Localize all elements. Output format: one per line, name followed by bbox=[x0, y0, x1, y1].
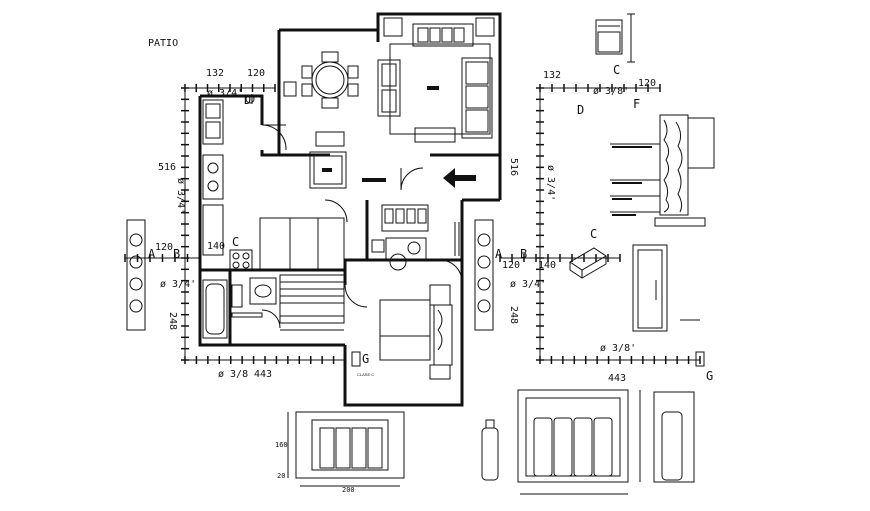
dimension-140-mid-right: 140 bbox=[538, 260, 556, 271]
dimension-20-cylinder: 20 bbox=[277, 472, 285, 480]
dimension-140-left: 140 bbox=[207, 241, 225, 252]
entry-arrow-icon bbox=[443, 168, 476, 188]
kitchen bbox=[202, 99, 345, 271]
section-marker-g-right: G bbox=[706, 369, 713, 383]
pipe-diameter-right-top: ø 3/8' bbox=[593, 86, 629, 97]
section-marker-b-right: B bbox=[520, 247, 527, 261]
dimension-516-right: 516 bbox=[508, 158, 519, 176]
pipe-diameter-mid-left: ø 3/4' bbox=[160, 279, 196, 290]
gas-cylinder-cage-plan: 160 20 200 bbox=[275, 411, 405, 494]
pipe-diameter-mid-right: ø 3/4' bbox=[510, 279, 546, 290]
section-marker-c-right-top: C bbox=[613, 63, 620, 77]
section-marker-b-left: B bbox=[173, 247, 180, 261]
dimension-516-left: 516 bbox=[158, 162, 176, 173]
section-marker-f-right: F bbox=[633, 97, 640, 111]
window-elevation-right bbox=[474, 219, 494, 331]
stove-elevation bbox=[595, 13, 635, 63]
stair-closet-hatching bbox=[231, 204, 429, 331]
section-marker-g-left: G bbox=[362, 352, 369, 366]
dimension-132-right: 132 bbox=[543, 70, 561, 81]
window-elevation-left bbox=[126, 219, 146, 331]
section-marker-c-left: C bbox=[232, 235, 239, 249]
section-marker-a-right: A bbox=[495, 247, 503, 261]
closet-label: CLASE C bbox=[357, 372, 374, 377]
exterior-walls bbox=[198, 12, 502, 407]
dimension-tick-lines bbox=[124, 84, 701, 364]
pipe-diameter-vertical-right: ø 3/4' bbox=[545, 165, 556, 201]
section-marker-c-iso: C bbox=[590, 227, 597, 241]
dimension-443-bottom-left: 443 bbox=[254, 369, 272, 380]
door-elevation bbox=[632, 244, 700, 332]
hall-elements bbox=[309, 151, 476, 189]
cylinder-group-left bbox=[319, 427, 383, 469]
pipe-diameter-bottom-right: ø 3/8' bbox=[600, 343, 636, 354]
dimension-120-right: 120 bbox=[638, 78, 656, 89]
dimension-120-left: 120 bbox=[247, 68, 265, 79]
gas-meter-isometric bbox=[569, 247, 607, 279]
dimension-120-mid-left: 120 bbox=[155, 242, 173, 253]
patio-label: PATIO bbox=[148, 38, 178, 49]
dimension-443-right: 443 bbox=[608, 373, 626, 384]
wall-section-detail bbox=[610, 114, 715, 227]
living-room-furniture bbox=[377, 17, 495, 143]
dining-table bbox=[283, 51, 359, 147]
pipe-diameter-top-left: ø 3/4' bbox=[207, 88, 243, 99]
gas-cylinder-cage-elevation bbox=[517, 389, 695, 495]
dimension-120-mid-right: 120 bbox=[502, 260, 520, 271]
bathroom bbox=[202, 237, 427, 339]
bedroom bbox=[379, 284, 453, 380]
door-swings bbox=[261, 124, 463, 329]
pipe-diameter-vertical-left: ø 3/4' bbox=[175, 178, 186, 214]
pipe-diameter-bottom-left: ø 3/8 bbox=[218, 369, 248, 380]
section-marker-symbols bbox=[245, 94, 705, 367]
section-marker-a-left: A bbox=[148, 247, 156, 261]
floor-plan bbox=[198, 12, 502, 407]
dimension-248-left: 248 bbox=[167, 312, 178, 330]
single-cylinder-elevation bbox=[481, 411, 683, 481]
dimension-160-cylinder: 160 bbox=[275, 441, 288, 449]
dimension-248-right: 248 bbox=[508, 306, 519, 324]
dimension-200-cylinder: 200 bbox=[342, 486, 355, 494]
section-marker-d-right: D bbox=[577, 103, 584, 117]
dimension-132-left: 132 bbox=[206, 68, 224, 79]
window-marks bbox=[335, 222, 460, 347]
section-marker-d-left: D bbox=[244, 93, 251, 107]
